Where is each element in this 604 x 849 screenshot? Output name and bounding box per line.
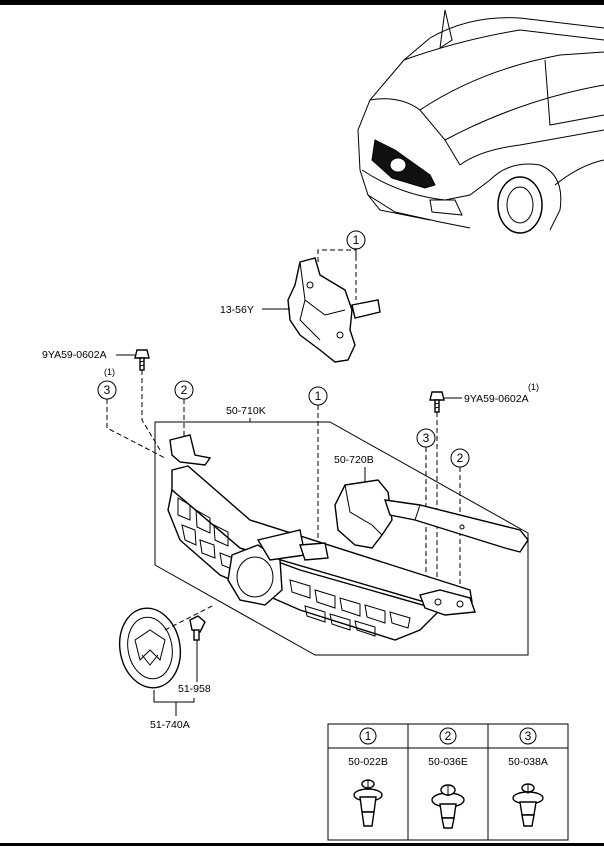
ref-marker-left-2: 2 (174, 380, 194, 400)
label-grille: 50-710K (226, 405, 266, 417)
dash-left-3 (106, 399, 166, 459)
svg-text:1: 1 (315, 389, 322, 403)
grille-part (167, 434, 476, 641)
svg-text:3: 3 (104, 383, 111, 397)
legend-ref-1: 1 (365, 729, 372, 743)
legend-part-2: 50-036E (428, 756, 468, 768)
emblem-clip (189, 615, 206, 641)
clip-2-icon (431, 784, 465, 829)
legend-ref-3: 3 (525, 729, 532, 743)
ref-marker-bracket: 1 (346, 230, 366, 250)
label-bracket: 13-56Y (220, 304, 254, 316)
bolt-left (134, 349, 150, 371)
bolt-right (429, 391, 445, 413)
svg-text:2: 2 (457, 451, 464, 465)
svg-text:2: 2 (181, 383, 188, 397)
label-cover: 50-720B (334, 454, 374, 466)
ref-marker-center-1: 1 (308, 386, 328, 406)
svg-text:1: 1 (353, 233, 360, 247)
dash-emblem (164, 605, 213, 631)
qty-bolt-right: (1) (528, 382, 539, 392)
ref-marker-right-3: 3 (416, 428, 436, 448)
dash-bolt-left (141, 370, 161, 451)
label-bolt-left: 9YA59-0602A (42, 349, 107, 361)
label-emblem: 51-740A (150, 719, 190, 731)
bottom-border (0, 843, 604, 846)
emblem-part (118, 607, 182, 689)
ref-marker-left-3: 3 (97, 380, 117, 400)
clip-legend-table: 1 2 3 50-022B 50-036E 50-038A (327, 723, 569, 841)
car-illustration (357, 9, 604, 234)
qty-bolt-left: (1) (104, 367, 115, 377)
ref-marker-right-2: 2 (450, 448, 470, 468)
legend-part-3: 50-038A (508, 756, 548, 768)
legend-part-1: 50-022B (348, 756, 388, 768)
svg-text:3: 3 (423, 431, 430, 445)
label-bolt-right: 9YA59-0602A (464, 393, 529, 405)
legend-ref-2: 2 (445, 729, 452, 743)
bracket-part (287, 248, 381, 363)
top-border (0, 0, 604, 5)
clip-3-icon (512, 783, 544, 827)
leader-emblem-bracket (153, 690, 195, 703)
label-clip: 51-958 (178, 683, 211, 695)
clip-1-icon (353, 779, 383, 827)
grille-outline-box (154, 421, 529, 656)
cover-part (334, 479, 529, 553)
